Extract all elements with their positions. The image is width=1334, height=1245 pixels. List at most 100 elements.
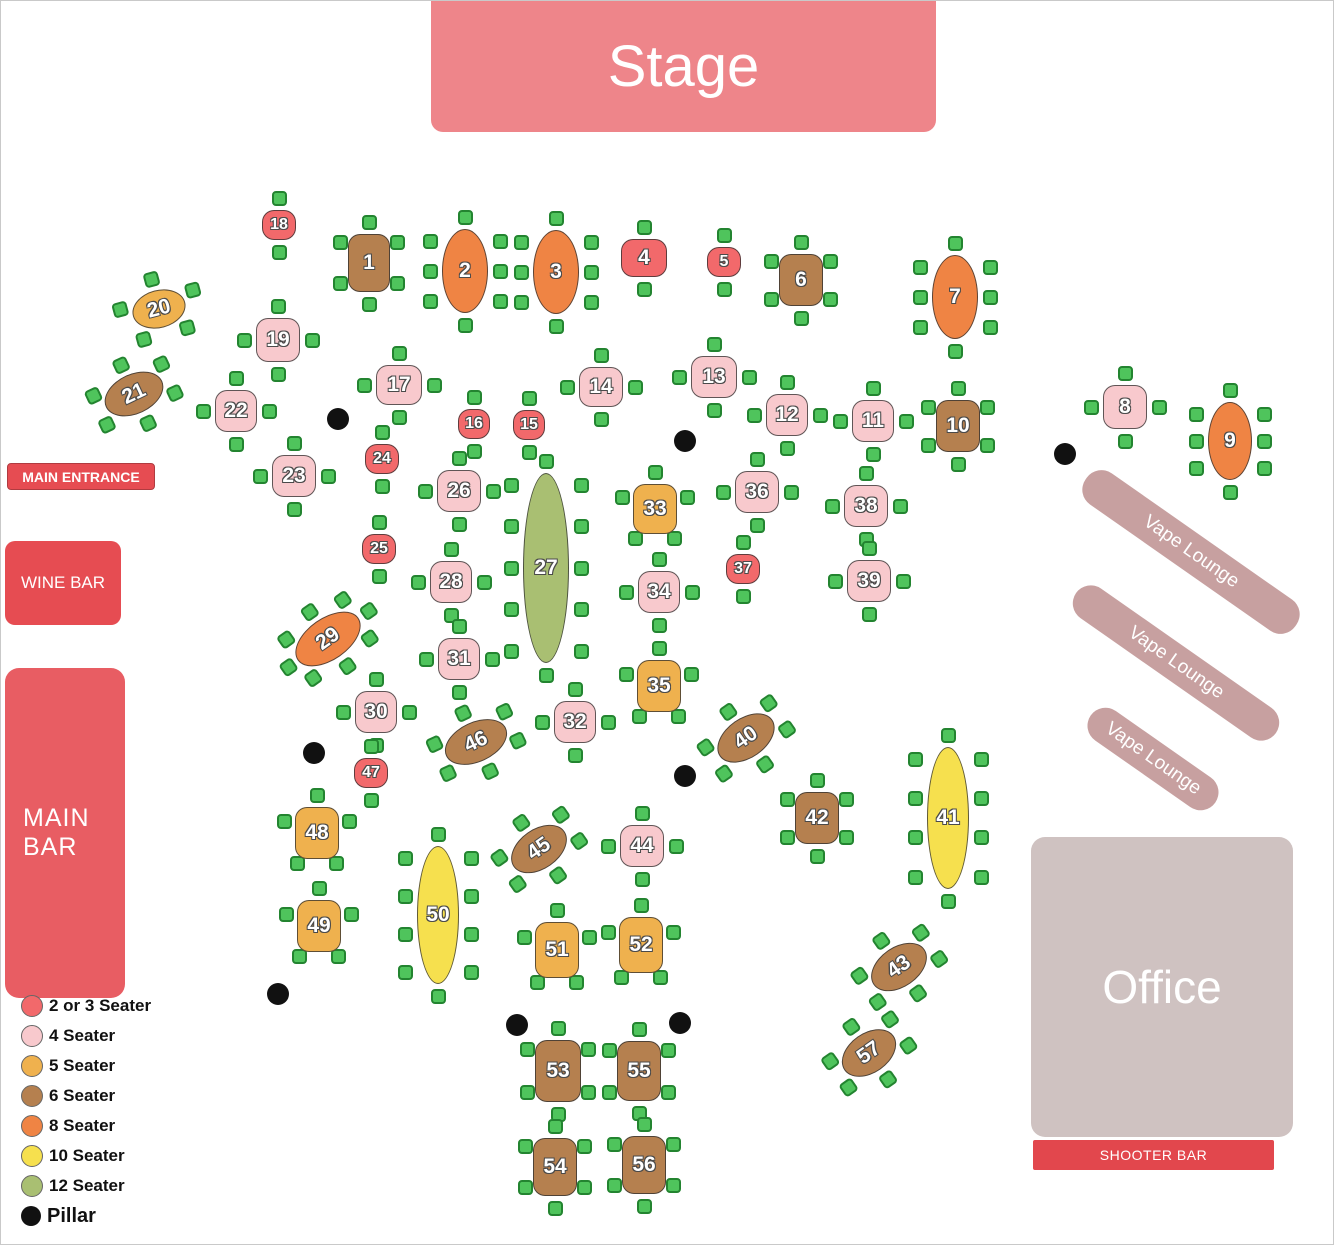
table-12[interactable]: 12 bbox=[746, 374, 828, 456]
chair-icon bbox=[534, 714, 550, 730]
table-number: 32 bbox=[554, 701, 596, 743]
chair-icon bbox=[979, 437, 995, 453]
table-number: 8 bbox=[1103, 385, 1147, 429]
table-11[interactable]: 11 bbox=[832, 380, 914, 462]
chair-icon bbox=[343, 906, 359, 922]
table-32[interactable]: 32 bbox=[534, 681, 616, 763]
table-56[interactable]: 56 bbox=[607, 1116, 681, 1214]
table-35[interactable]: 35 bbox=[619, 640, 699, 725]
table-50[interactable]: 50 bbox=[397, 826, 479, 1004]
table-16[interactable]: 16 bbox=[458, 389, 490, 459]
table-28[interactable]: 28 bbox=[410, 541, 492, 623]
chair-icon bbox=[602, 1042, 618, 1058]
chair-icon bbox=[559, 379, 575, 395]
table-42[interactable]: 42 bbox=[780, 772, 854, 864]
chair-icon bbox=[651, 551, 667, 567]
pillar bbox=[267, 983, 289, 1005]
chair-icon bbox=[466, 389, 482, 405]
table-20[interactable]: 20 bbox=[111, 269, 202, 349]
table-25[interactable]: 25 bbox=[362, 514, 396, 584]
table-38[interactable]: 38 bbox=[824, 465, 908, 547]
table-51[interactable]: 51 bbox=[517, 902, 597, 990]
table-number: 55 bbox=[617, 1041, 661, 1101]
table-45[interactable]: 45 bbox=[488, 804, 590, 894]
chair-icon bbox=[647, 464, 663, 480]
table-55[interactable]: 55 bbox=[602, 1021, 676, 1121]
table-31[interactable]: 31 bbox=[418, 618, 500, 700]
table-8[interactable]: 8 bbox=[1083, 365, 1167, 449]
table-number: 49 bbox=[297, 900, 341, 952]
table-18[interactable]: 18 bbox=[262, 190, 296, 260]
table-14[interactable]: 14 bbox=[559, 347, 643, 427]
table-15[interactable]: 15 bbox=[513, 390, 545, 460]
chair-icon bbox=[780, 791, 796, 807]
table-24[interactable]: 24 bbox=[365, 424, 399, 494]
table-21[interactable]: 21 bbox=[83, 353, 185, 435]
chair-icon bbox=[627, 531, 643, 547]
chair-icon bbox=[982, 259, 998, 275]
table-9[interactable]: 9 bbox=[1188, 382, 1272, 500]
table-2[interactable]: 2 bbox=[422, 209, 508, 333]
table-29[interactable]: 29 bbox=[275, 589, 381, 689]
chair-icon bbox=[457, 209, 473, 225]
chair-icon bbox=[783, 484, 799, 500]
chair-icon bbox=[1188, 433, 1204, 449]
table-22[interactable]: 22 bbox=[195, 370, 277, 452]
table-7[interactable]: 7 bbox=[912, 235, 998, 359]
table-10[interactable]: 10 bbox=[921, 380, 995, 472]
chair-icon bbox=[1188, 406, 1204, 422]
table-13[interactable]: 13 bbox=[671, 336, 757, 418]
chair-icon bbox=[356, 377, 372, 393]
chair-icon bbox=[695, 736, 717, 758]
table-41[interactable]: 41 bbox=[907, 727, 989, 909]
chair-icon bbox=[775, 718, 797, 740]
table-3[interactable]: 3 bbox=[513, 210, 599, 334]
table-4[interactable]: 4 bbox=[621, 219, 667, 297]
table-49[interactable]: 49 bbox=[279, 880, 359, 965]
table-37[interactable]: 37 bbox=[726, 534, 760, 604]
table-5[interactable]: 5 bbox=[707, 227, 741, 297]
table-number: 14 bbox=[579, 367, 623, 407]
chair-icon bbox=[735, 588, 751, 604]
table-53[interactable]: 53 bbox=[520, 1020, 596, 1122]
chair-icon bbox=[580, 1042, 596, 1057]
table-43[interactable]: 43 bbox=[848, 922, 950, 1012]
legend-item-4: 4 Seater bbox=[21, 1021, 151, 1051]
table-39[interactable]: 39 bbox=[827, 540, 911, 622]
table-34[interactable]: 34 bbox=[618, 551, 700, 633]
chair-icon bbox=[134, 329, 153, 349]
chair-icon bbox=[277, 656, 299, 678]
chair-icon bbox=[819, 1050, 841, 1072]
table-48[interactable]: 48 bbox=[277, 787, 357, 872]
table-26[interactable]: 26 bbox=[417, 450, 501, 532]
chair-icon bbox=[636, 1198, 652, 1214]
table-40[interactable]: 40 bbox=[695, 692, 797, 784]
chair-icon bbox=[1222, 382, 1238, 398]
table-1[interactable]: 1 bbox=[332, 214, 406, 312]
chair-icon bbox=[838, 829, 854, 845]
chair-icon bbox=[581, 930, 597, 946]
table-19[interactable]: 19 bbox=[236, 298, 320, 382]
table-46[interactable]: 46 bbox=[423, 701, 529, 783]
chair-icon bbox=[947, 343, 963, 359]
table-47[interactable]: 47 bbox=[354, 738, 388, 808]
table-52[interactable]: 52 bbox=[601, 897, 681, 985]
table-23[interactable]: 23 bbox=[252, 435, 336, 517]
table-57[interactable]: 57 bbox=[819, 1008, 919, 1098]
chair-icon bbox=[430, 826, 446, 842]
chair-icon bbox=[332, 276, 348, 291]
table-30[interactable]: 30 bbox=[335, 671, 417, 753]
table-27[interactable]: 27 bbox=[503, 453, 589, 683]
table-54[interactable]: 54 bbox=[518, 1118, 592, 1216]
table-number: 1 bbox=[348, 234, 390, 292]
chair-icon bbox=[636, 219, 652, 235]
chair-icon bbox=[573, 602, 589, 617]
table-44[interactable]: 44 bbox=[600, 805, 684, 887]
table-33[interactable]: 33 bbox=[615, 464, 695, 547]
table-36[interactable]: 36 bbox=[715, 451, 799, 533]
chair-icon bbox=[615, 490, 631, 506]
legend-label: 5 Seater bbox=[49, 1056, 116, 1075]
table-17[interactable]: 17 bbox=[356, 345, 442, 425]
chair-icon bbox=[401, 704, 417, 720]
table-6[interactable]: 6 bbox=[764, 234, 838, 326]
